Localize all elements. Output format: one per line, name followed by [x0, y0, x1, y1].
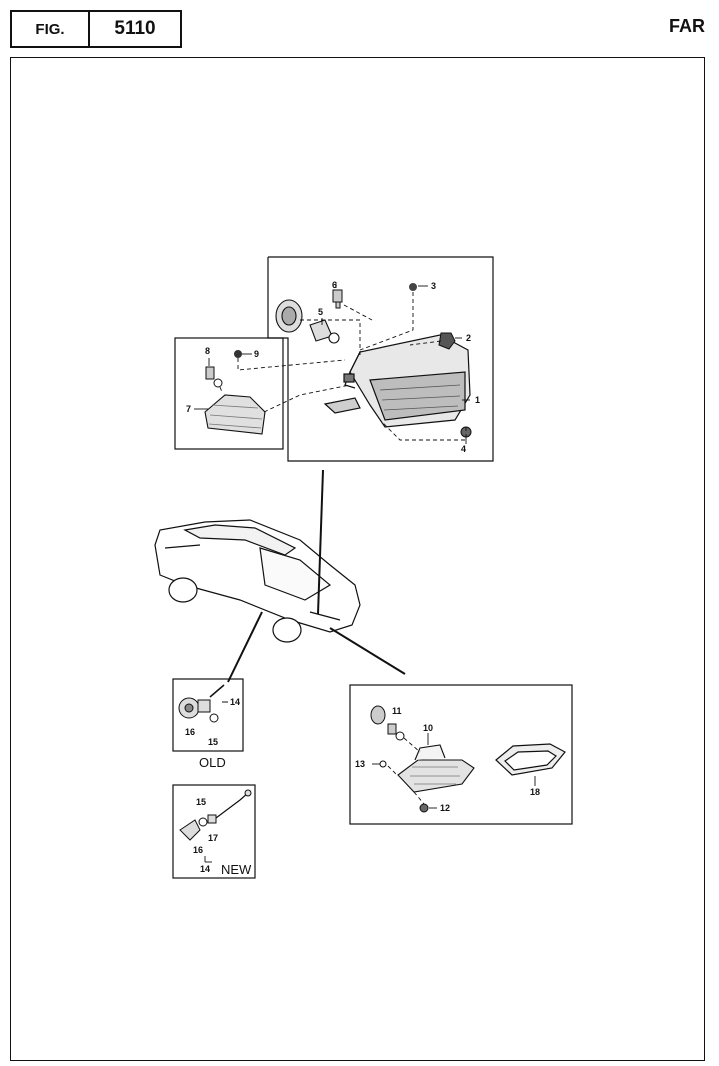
callout-10: 10	[423, 723, 433, 733]
callout-13: 13	[355, 759, 365, 769]
callout-11: 11	[392, 706, 402, 716]
side-marker-assembly-lines	[387, 737, 425, 805]
new-marker-part	[179, 789, 252, 841]
headlamp-unit	[323, 334, 471, 428]
turn-signal-lens	[204, 394, 266, 435]
small-bulb	[332, 289, 343, 309]
location-leaders	[227, 469, 406, 683]
side-marker-box	[349, 684, 573, 825]
callout-15-old: 15	[208, 737, 218, 747]
callout-8: 8	[205, 346, 210, 356]
screw-9	[234, 350, 242, 358]
turn-signal-box	[174, 337, 284, 450]
old-marker-part	[178, 684, 225, 723]
screw-12	[419, 803, 429, 813]
callout-7: 7	[186, 404, 191, 414]
side-marker-socket	[370, 705, 405, 741]
car-illustration	[154, 519, 361, 643]
screw-3	[409, 283, 417, 291]
callout-1: 1	[475, 395, 480, 405]
callout-12: 12	[440, 803, 450, 813]
fig-number: 5110	[88, 10, 182, 48]
clip-2	[438, 332, 456, 350]
callout-4: 4	[461, 444, 466, 454]
side-marker-leaders	[372, 733, 536, 809]
callout-9: 9	[254, 349, 259, 359]
callout-17: 17	[208, 833, 218, 843]
caption-old: OLD	[199, 755, 226, 770]
side-marker-lens	[397, 744, 475, 793]
old-marker-box	[172, 678, 244, 752]
callout-16-old: 16	[185, 727, 195, 737]
bulb-socket	[275, 299, 340, 344]
callout-2: 2	[466, 333, 471, 343]
callout-15-new: 15	[196, 797, 206, 807]
leader-lines	[194, 282, 470, 444]
section-code: FAR	[669, 16, 705, 36]
caption-new: NEW	[221, 862, 252, 877]
assembly-lines	[219, 292, 467, 441]
callout-6: 6	[332, 280, 337, 290]
callout-3: 3	[431, 281, 436, 291]
garnish-18	[495, 743, 566, 776]
diagram-frame	[10, 57, 705, 1061]
callout-16-new: 16	[193, 845, 203, 855]
callout-14-old: 14	[230, 697, 240, 707]
callout-18: 18	[530, 787, 540, 797]
turn-signal-bulb	[205, 366, 223, 388]
callout-14-new: 14	[200, 864, 210, 874]
clip-13	[379, 760, 387, 768]
new-marker-box	[172, 784, 256, 879]
callout-5: 5	[318, 307, 323, 317]
